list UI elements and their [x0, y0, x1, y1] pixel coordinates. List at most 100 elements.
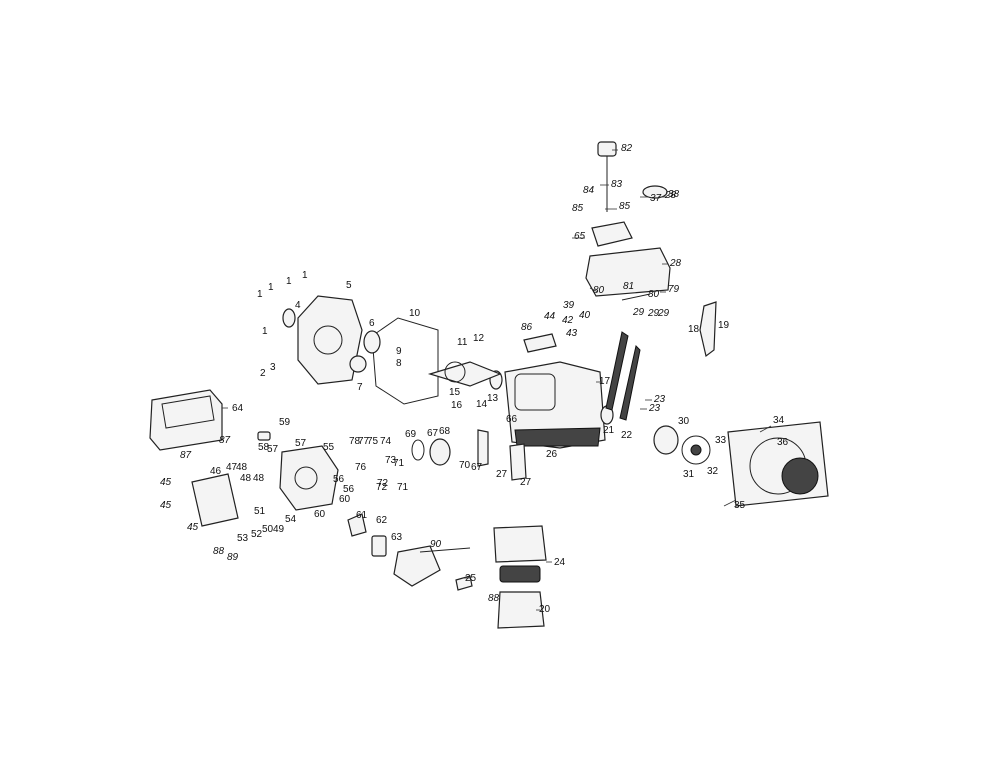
- callout-19: 19: [718, 320, 730, 331]
- callout-21: 21: [603, 425, 615, 436]
- callout-20: 20: [539, 604, 551, 615]
- callout-64: 64: [232, 403, 244, 414]
- ignition-coil: [699, 301, 717, 358]
- callout-43: 43: [566, 328, 578, 339]
- callout-23a: 23: [653, 394, 666, 405]
- callout-45a: 45: [160, 477, 172, 488]
- callout-51: 51: [254, 506, 266, 517]
- callout-56a: 56: [333, 474, 345, 485]
- callout-27a: 27: [496, 469, 508, 480]
- callout-28b: 28: [664, 190, 677, 201]
- recoil-reel: [781, 457, 819, 495]
- callout-33: 33: [715, 435, 727, 446]
- starter-cup: [653, 425, 679, 455]
- callout-86: 86: [521, 322, 533, 333]
- callout-22: 22: [621, 430, 633, 441]
- callout-53: 53: [237, 533, 249, 544]
- callout-54: 54: [285, 514, 297, 525]
- callout-10: 10: [409, 308, 421, 319]
- callout-29a: 29: [647, 308, 660, 319]
- callout-34: 34: [773, 415, 785, 426]
- callout-9: 9: [396, 346, 402, 357]
- carburetor-linkage: [419, 547, 471, 553]
- callout-82: 82: [621, 143, 633, 154]
- callout-55: 55: [323, 442, 335, 453]
- carburetor: [393, 545, 441, 587]
- callout-48a: 48: [236, 462, 248, 473]
- callout-1b: 1: [286, 276, 292, 287]
- callout-36: 36: [777, 437, 789, 448]
- fuel-cap: [597, 141, 617, 157]
- fuel-screen: [642, 185, 668, 199]
- callout-12: 12: [473, 333, 485, 344]
- callout-8: 8: [396, 358, 402, 369]
- callout-4: 4: [295, 300, 301, 311]
- fuel-tank: [585, 247, 671, 297]
- governor-rod: [605, 331, 629, 411]
- carburetor-gasket: [455, 575, 473, 591]
- leader-line-17: [759, 425, 772, 433]
- cylinder-bore: [514, 373, 556, 411]
- callout-15: 15: [449, 387, 461, 398]
- callout-69: 69: [405, 429, 417, 440]
- piston: [429, 438, 451, 466]
- callout-31: 31: [683, 469, 695, 480]
- callout-42: 42: [562, 315, 574, 326]
- callout-13: 13: [487, 393, 499, 404]
- flywheel-hub: [690, 444, 702, 456]
- callout-89: 89: [227, 552, 239, 563]
- governor-arm: [619, 345, 641, 421]
- callout-27b: 27: [520, 477, 532, 488]
- flywheel: [681, 435, 711, 465]
- callout-59: 59: [279, 417, 291, 428]
- callout-73: 73: [385, 455, 397, 466]
- leader-line-18: [723, 499, 737, 507]
- air-cleaner-cover: [493, 525, 547, 563]
- callout-76: 76: [355, 462, 367, 473]
- callout-90: 90: [430, 539, 442, 550]
- muffler-grille: [161, 395, 215, 429]
- callout-1c: 1: [268, 282, 274, 293]
- callout-48b: 48: [240, 473, 252, 484]
- callout-26: 26: [546, 449, 558, 460]
- callout-48c: 48: [253, 473, 265, 484]
- callout-1e: 1: [262, 326, 268, 337]
- callout-70: 70: [459, 460, 471, 471]
- callout-44: 44: [544, 311, 556, 322]
- callout-68: 68: [439, 426, 451, 437]
- breather-cover: [523, 333, 557, 353]
- callout-32: 32: [707, 466, 719, 477]
- callout-3: 3: [270, 362, 276, 373]
- callout-85a: 85: [572, 203, 584, 214]
- callout-75: 75: [367, 436, 379, 447]
- callout-66: 66: [506, 414, 518, 425]
- callout-85b: 85: [619, 201, 631, 212]
- air-filter-element: [499, 565, 541, 583]
- callout-74: 74: [380, 436, 392, 447]
- callout-83: 83: [611, 179, 623, 190]
- callout-37: 37: [650, 193, 662, 204]
- connecting-rod: [477, 429, 489, 467]
- callout-62: 62: [376, 515, 388, 526]
- crank-web: [444, 361, 466, 383]
- callout-60a: 60: [339, 494, 351, 505]
- cover-bearing-bore: [313, 325, 343, 355]
- callout-81: 81: [623, 281, 634, 292]
- callout-60b: 60: [314, 509, 326, 520]
- callout-38: 38: [668, 189, 680, 200]
- carburetor-insulator: [371, 535, 387, 557]
- bearing-6: [363, 330, 381, 354]
- callout-30: 30: [678, 416, 690, 427]
- callout-56b: 56: [343, 484, 355, 495]
- callout-39: 39: [563, 300, 575, 311]
- callout-6: 6: [369, 318, 375, 329]
- callout-65: 65: [574, 231, 586, 242]
- callout-28: 28: [669, 258, 682, 269]
- oil-seal-4: [282, 308, 296, 328]
- callout-45c: 45: [187, 522, 199, 533]
- oil-alert-sensor: [509, 443, 527, 481]
- callout-71a: 71: [393, 458, 405, 469]
- callout-67b: 67: [471, 462, 483, 473]
- callout-46: 46: [210, 466, 222, 477]
- callout-23b: 23: [648, 403, 661, 414]
